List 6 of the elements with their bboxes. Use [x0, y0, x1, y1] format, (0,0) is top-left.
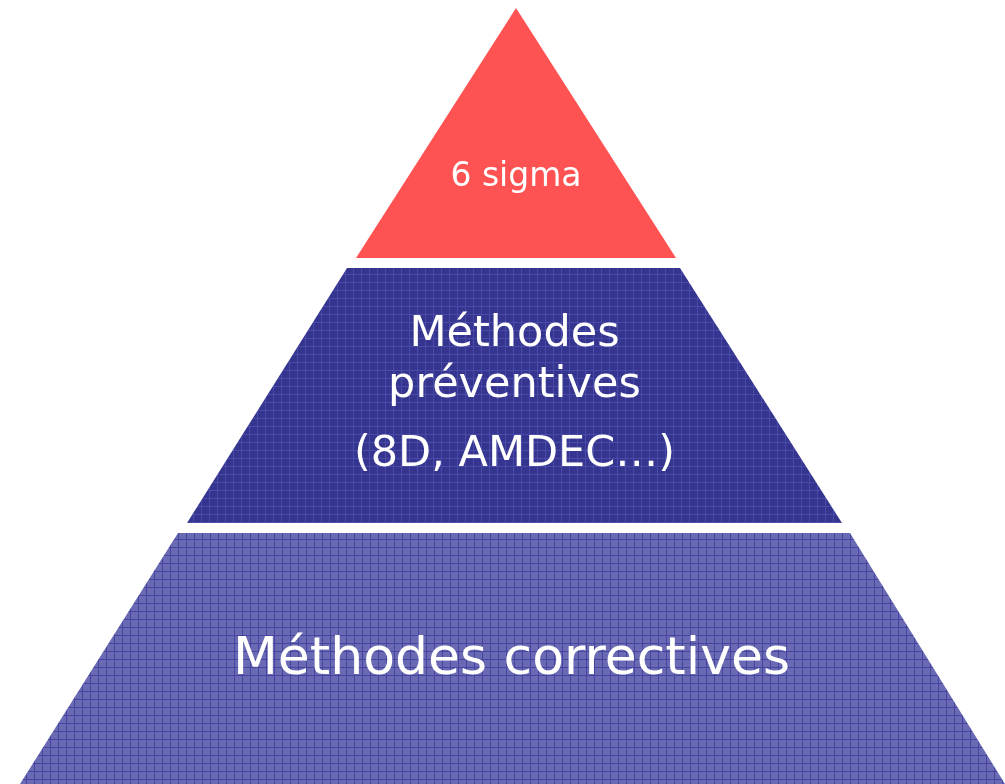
tier-label: Méthodes préventives	[387, 306, 642, 408]
tier-label: Méthodes correctives	[233, 626, 790, 688]
tier-label: 6 sigma	[450, 156, 582, 195]
tier-label: (8D, AMDEC…)	[353, 426, 676, 477]
pyramid-tier	[185, 266, 844, 525]
pyramid-tier	[18, 531, 1005, 784]
